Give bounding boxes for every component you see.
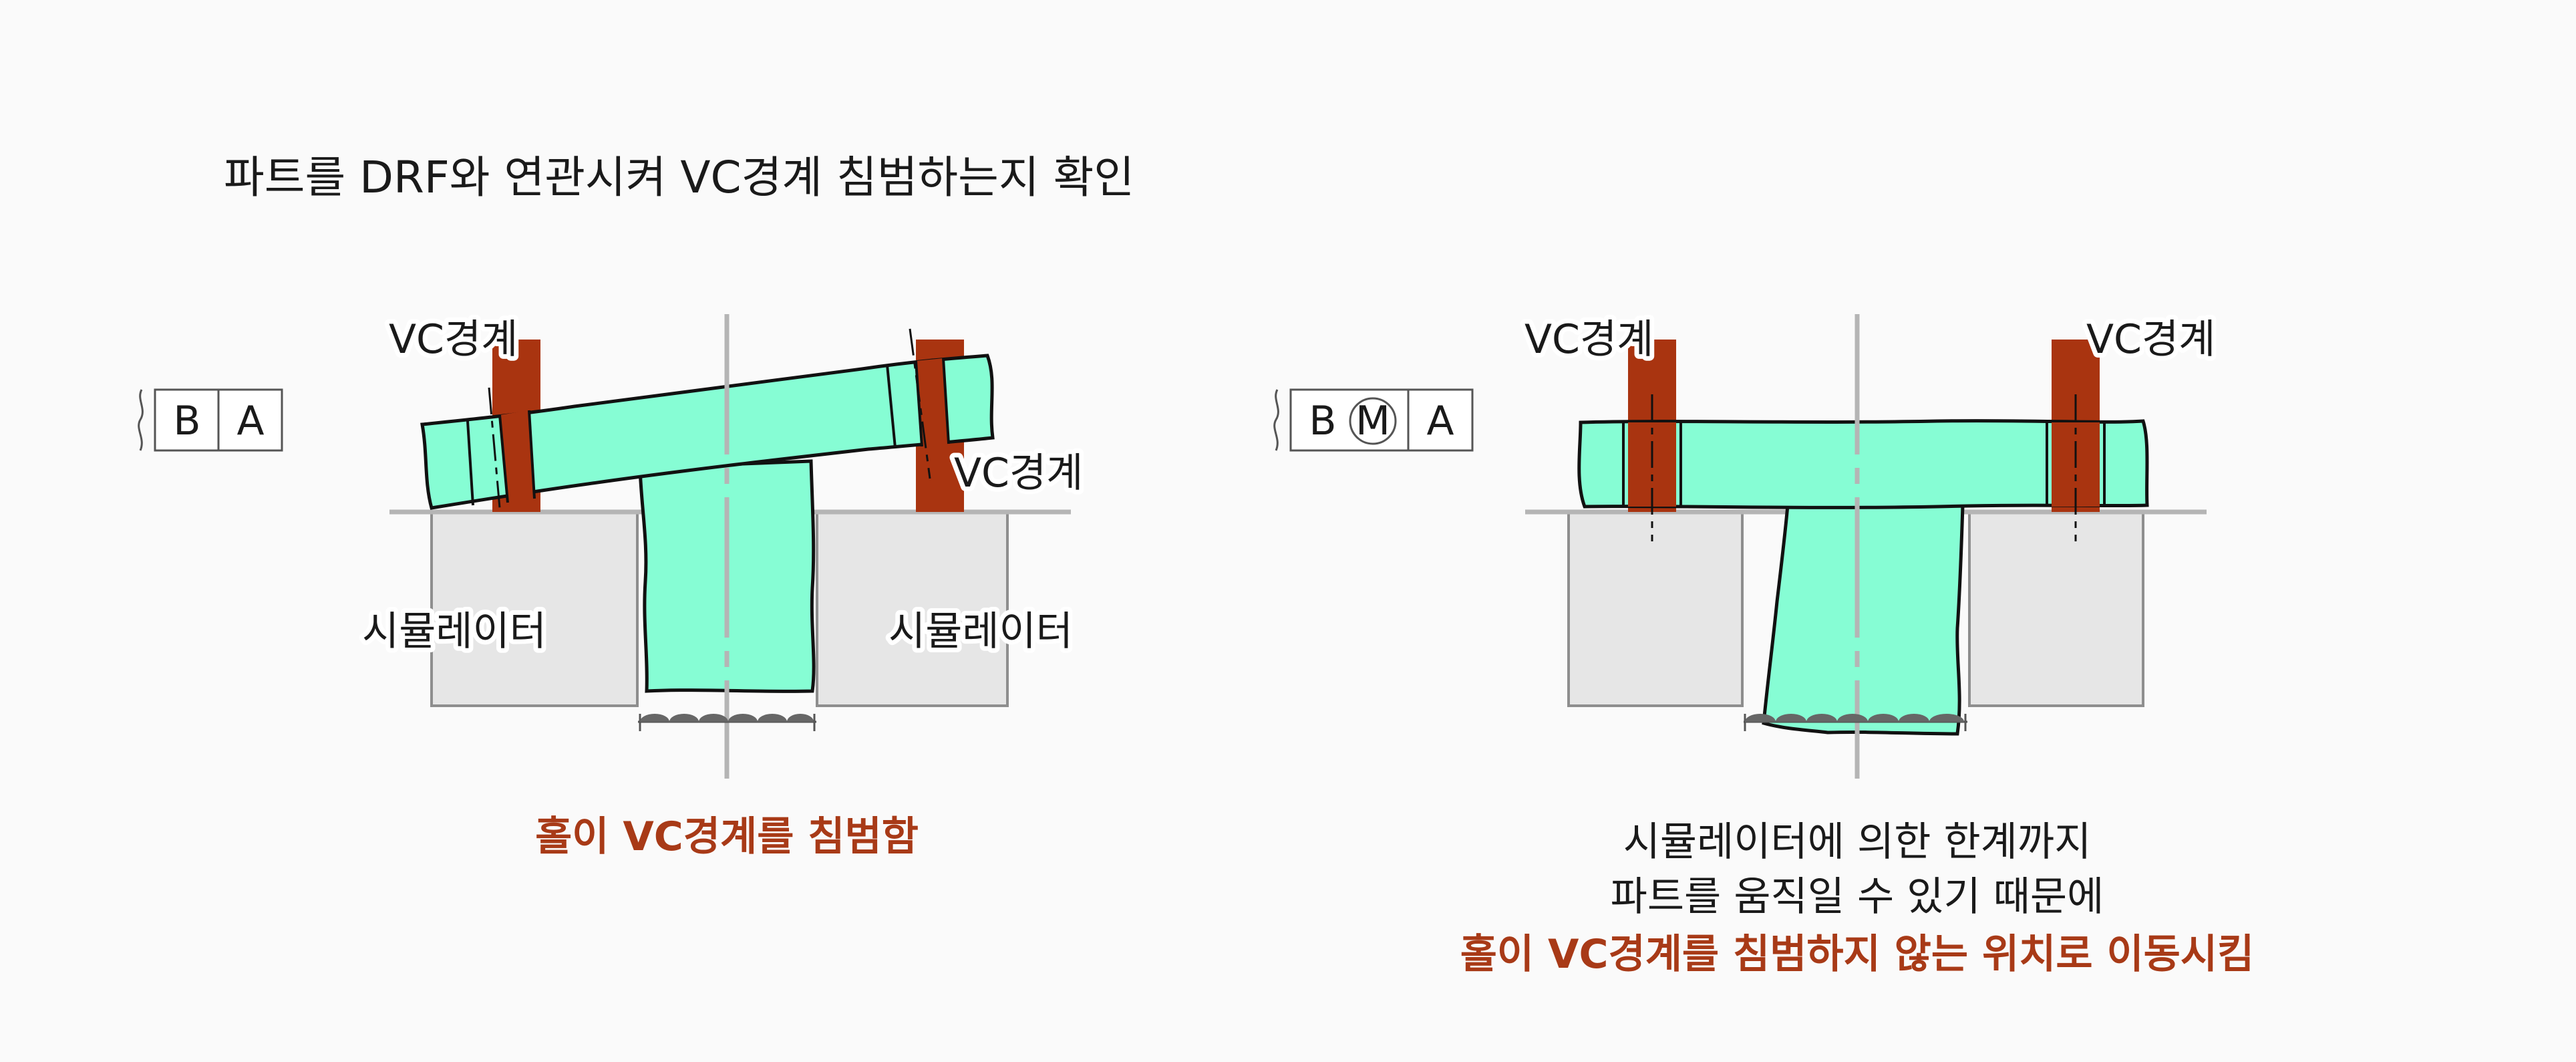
- left-feature-control-frame: B A: [138, 388, 283, 452]
- datum-a-cell: A: [236, 398, 264, 444]
- right-support-scallops: [1745, 714, 1964, 722]
- left-hole-wall-6: [942, 358, 950, 444]
- right-simulator-block-1: [1567, 511, 1744, 707]
- left-vc-overlap-2: [916, 358, 949, 448]
- left-vc-overlap-1: [500, 410, 534, 503]
- page-title: 파트를 DRF와 연관시켜 VC경계 침범하는지 확인: [224, 152, 1134, 203]
- left-diagram: B A VC경계: [138, 311, 1088, 860]
- left-hole-wall-2: [498, 414, 509, 503]
- left-hole-wall-3: [528, 410, 536, 499]
- mmc-modifier-letter: M: [1355, 398, 1390, 444]
- left-support-scallops: [640, 714, 814, 722]
- right-feature-control-frame: B M A: [1273, 388, 1474, 452]
- right-caption-line-2: 파트를 움직일 수 있기 때문에: [1611, 874, 2104, 920]
- left-vc-label-right: VC경계: [954, 450, 1083, 497]
- left-hole-wall-4: [886, 364, 897, 448]
- left-caption: 홀이 VC경계를 침범함: [535, 813, 919, 860]
- right-diagram: B M A: [1273, 311, 2255, 978]
- left-hole-wall-1: [466, 420, 474, 506]
- right-vc-label-left: VC경계: [1524, 316, 1653, 363]
- right-simulator-block-2: [1968, 511, 2144, 707]
- left-simulator-label-2: 시뮬레이터: [889, 608, 1073, 655]
- left-tilted-centerline-2: [909, 328, 931, 479]
- datum-b-cell: B: [173, 398, 200, 444]
- right-caption-line-1: 시뮬레이터에 의한 한계까지: [1623, 819, 2092, 866]
- left-vc-label-top: VC경계: [389, 316, 518, 363]
- frame-break-mark: [138, 389, 144, 451]
- right-caption-line-3: 홀이 VC경계를 침범하지 않는 위치로 이동시킴: [1460, 931, 2255, 978]
- left-simulator-block-1: [430, 511, 639, 707]
- datum-a-cell: A: [1426, 398, 1454, 444]
- right-vc-label-right: VC경계: [2086, 316, 2215, 363]
- frame-break-mark: [1273, 389, 1279, 451]
- left-simulator-label-1: 시뮬레이터: [362, 608, 546, 655]
- right-part-stem: [1762, 503, 1965, 736]
- mmc-modifier-circle: [1349, 397, 1397, 445]
- left-tilted-centerline-1: [488, 387, 501, 509]
- datum-b-cell: B: [1309, 398, 1336, 444]
